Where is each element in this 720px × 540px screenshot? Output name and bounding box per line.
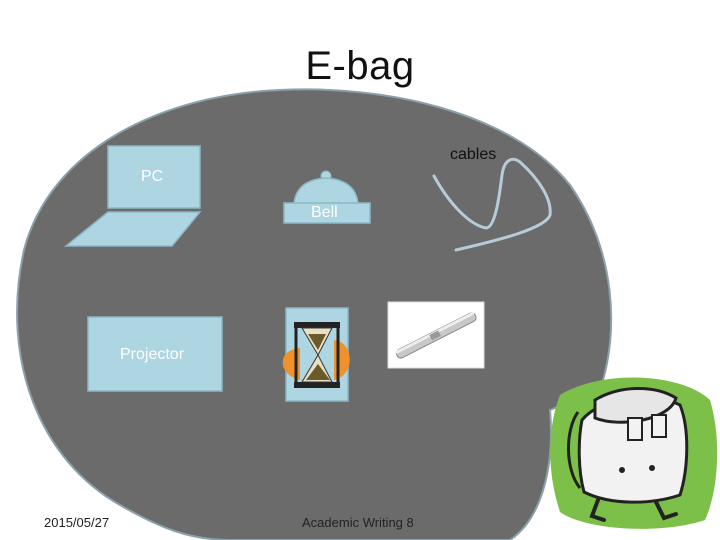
bell-label: Bell <box>311 204 338 221</box>
laser-pointer-icon <box>387 301 485 369</box>
pc-label: PC <box>141 168 164 185</box>
bell-icon <box>283 170 371 224</box>
laptop-icon <box>63 145 202 247</box>
projector-icon <box>87 316 223 392</box>
slide-title: E-bag <box>305 44 415 88</box>
cable-icon <box>432 157 552 252</box>
backpack-icon <box>550 377 718 529</box>
footer-center-text: Academic Writing 8 <box>302 515 414 530</box>
footer-date: 2015/05/27 <box>44 515 110 530</box>
projector-label: Projector <box>120 346 185 363</box>
cables-label: cables <box>450 146 497 163</box>
hourglass-icon <box>282 307 350 402</box>
